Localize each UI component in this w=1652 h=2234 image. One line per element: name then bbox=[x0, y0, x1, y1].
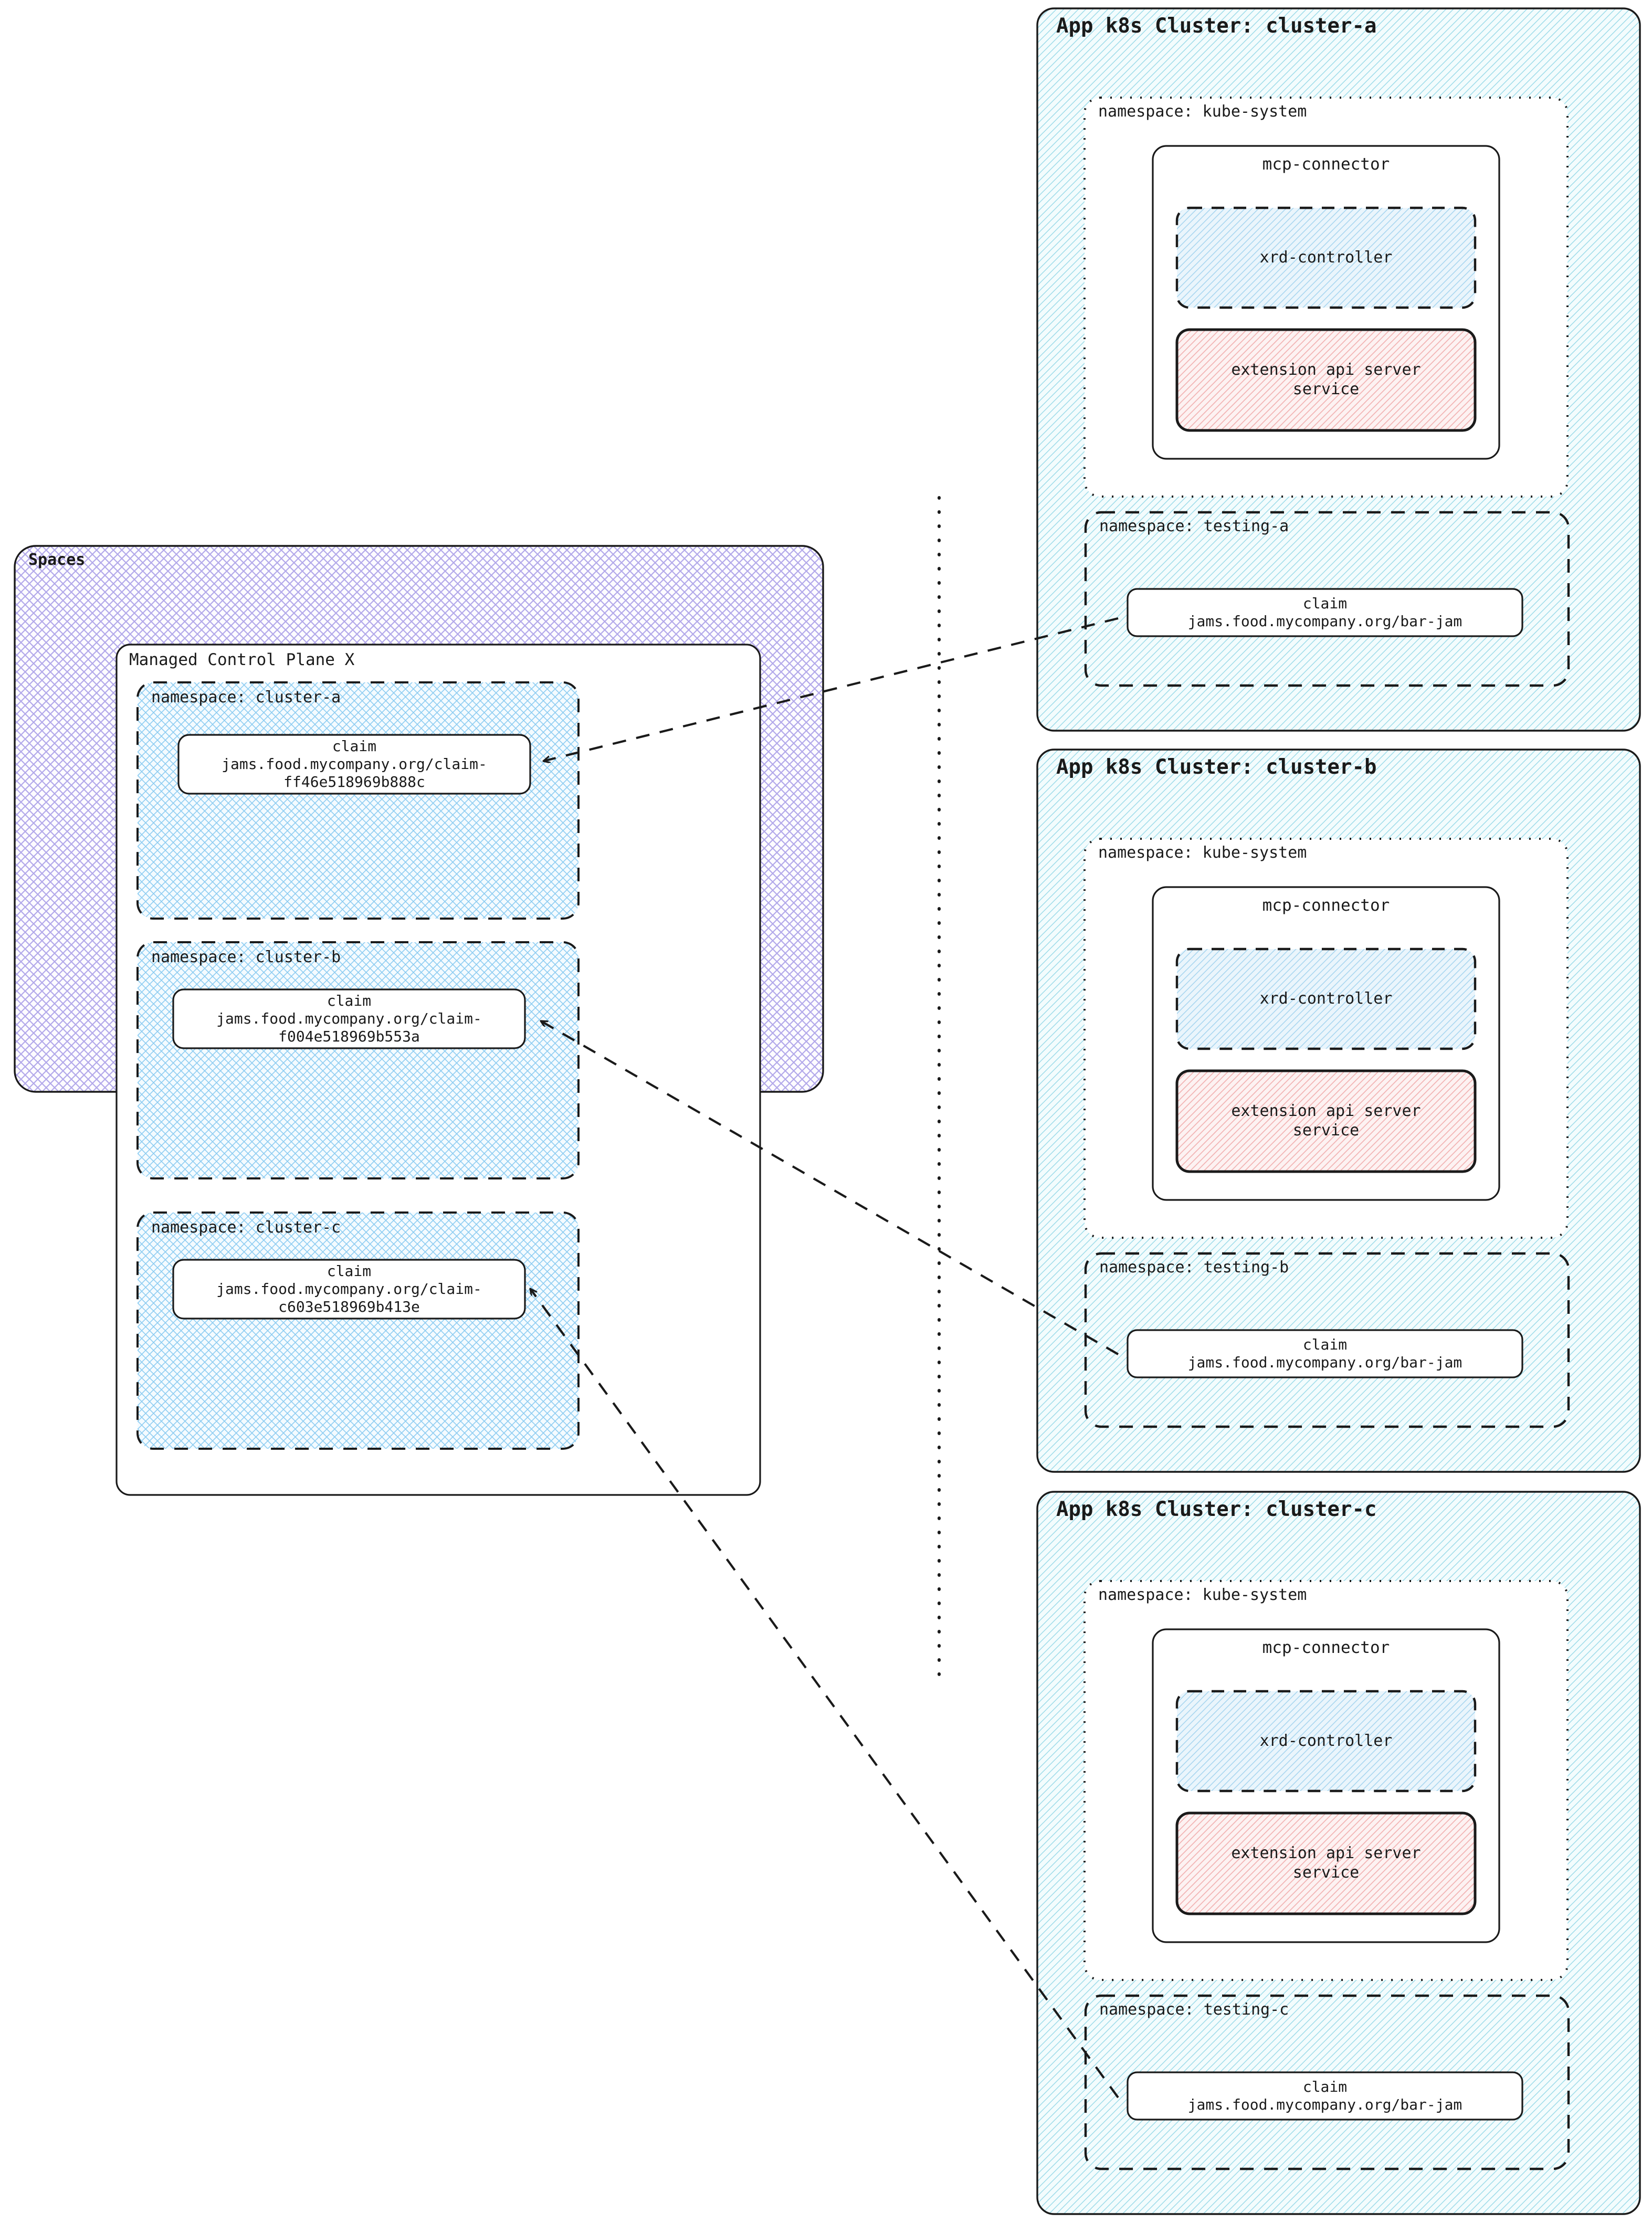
claim-kind: claim bbox=[1302, 1335, 1348, 1353]
arrow-cluster-b-to-claim-b bbox=[541, 1020, 1119, 1355]
claim-kind: claim bbox=[1302, 594, 1348, 612]
xrd-controller-a[interactable]: xrd-controller bbox=[1177, 208, 1475, 308]
claim-kind: claim bbox=[1302, 2078, 1348, 2095]
claim-ref: jams.food.mycompany.org/claim- bbox=[216, 1009, 482, 1027]
api-server-label-line1: extension api server bbox=[1231, 1844, 1421, 1863]
claim-ref: jams.food.mycompany.org/claim- bbox=[216, 1280, 482, 1298]
arrow-cluster-c-to-claim-c bbox=[529, 1289, 1119, 2099]
claim-kind: claim bbox=[332, 737, 377, 755]
mcp-connector-label-a: mcp-connector bbox=[1262, 155, 1390, 174]
claim-id: f004e518969b553a bbox=[278, 1028, 420, 1046]
api-server-label-line1: extension api server bbox=[1231, 361, 1421, 380]
claim-kind: claim bbox=[327, 1262, 372, 1280]
claim-box-testing-c[interactable]: claim jams.food.mycompany.org/bar-jam bbox=[1128, 2072, 1522, 2120]
mcp-connector-label-b: mcp-connector bbox=[1262, 896, 1390, 915]
cluster-title-a: App k8s Cluster: cluster-a bbox=[1056, 14, 1377, 38]
cluster-title-c: App k8s Cluster: cluster-c bbox=[1056, 1498, 1377, 1521]
namespace-label-cluster-c: namespace: cluster-c bbox=[151, 1218, 341, 1237]
left-namespace-shapes bbox=[136, 681, 580, 1450]
claim-id: ff46e518969b888c bbox=[283, 773, 425, 791]
testing-namespace-label-a: namespace: testing-a bbox=[1099, 517, 1289, 535]
claim-ref: jams.food.mycompany.org/bar-jam bbox=[1187, 613, 1462, 630]
claim-id: c603e518969b413e bbox=[278, 1298, 420, 1316]
claim-ref: jams.food.mycompany.org/claim- bbox=[222, 755, 487, 773]
xrd-controller-label: xrd-controller bbox=[1259, 989, 1393, 1008]
extension-api-server-a[interactable]: extension api server service bbox=[1177, 330, 1475, 430]
api-server-label-line2: service bbox=[1292, 1863, 1360, 1882]
claim-box-testing-b[interactable]: claim jams.food.mycompany.org/bar-jam bbox=[1128, 1330, 1522, 1377]
xrd-controller-label: xrd-controller bbox=[1259, 248, 1393, 267]
xrd-controller-b[interactable]: xrd-controller bbox=[1177, 949, 1475, 1049]
xrd-controller-c[interactable]: xrd-controller bbox=[1177, 1691, 1475, 1791]
testing-namespace-label-b: namespace: testing-b bbox=[1099, 1258, 1289, 1277]
spaces-label: Spaces bbox=[28, 551, 86, 569]
kube-system-label-b: namespace: kube-system bbox=[1098, 844, 1307, 862]
claim-box-cluster-a[interactable]: claim jams.food.mycompany.org/claim- ff4… bbox=[178, 735, 530, 794]
mcp-connector-label-c: mcp-connector bbox=[1262, 1638, 1390, 1658]
arrow-cluster-a-to-claim-a bbox=[543, 617, 1119, 761]
kube-system-label-c: namespace: kube-system bbox=[1098, 1586, 1307, 1604]
kube-system-label-a: namespace: kube-system bbox=[1098, 102, 1307, 121]
cluster-title-b: App k8s Cluster: cluster-b bbox=[1056, 755, 1377, 779]
claim-ref: jams.food.mycompany.org/bar-jam bbox=[1187, 1354, 1462, 1371]
claim-box-cluster-b[interactable]: claim jams.food.mycompany.org/claim- f00… bbox=[173, 989, 525, 1048]
namespace-label-cluster-a: namespace: cluster-a bbox=[151, 688, 341, 707]
extension-api-server-b[interactable]: extension api server service bbox=[1177, 1071, 1475, 1172]
api-server-label-line1: extension api server bbox=[1231, 1102, 1421, 1121]
claim-box-testing-a[interactable]: claim jams.food.mycompany.org/bar-jam bbox=[1128, 589, 1522, 636]
claim-kind: claim bbox=[327, 992, 372, 1009]
testing-namespace-label-c: namespace: testing-c bbox=[1099, 2000, 1289, 2019]
xrd-controller-label: xrd-controller bbox=[1259, 1731, 1393, 1750]
claim-ref: jams.food.mycompany.org/bar-jam bbox=[1187, 2096, 1462, 2113]
namespace-label-cluster-b: namespace: cluster-b bbox=[151, 948, 341, 966]
control-plane-label: Managed Control Plane X bbox=[129, 650, 355, 669]
extension-api-server-c[interactable]: extension api server service bbox=[1177, 1813, 1475, 1914]
api-server-label-line2: service bbox=[1292, 380, 1360, 398]
connector-arrows bbox=[529, 617, 1119, 2099]
claim-box-cluster-c[interactable]: claim jams.food.mycompany.org/claim- c60… bbox=[173, 1260, 525, 1319]
api-server-label-line2: service bbox=[1292, 1121, 1360, 1140]
